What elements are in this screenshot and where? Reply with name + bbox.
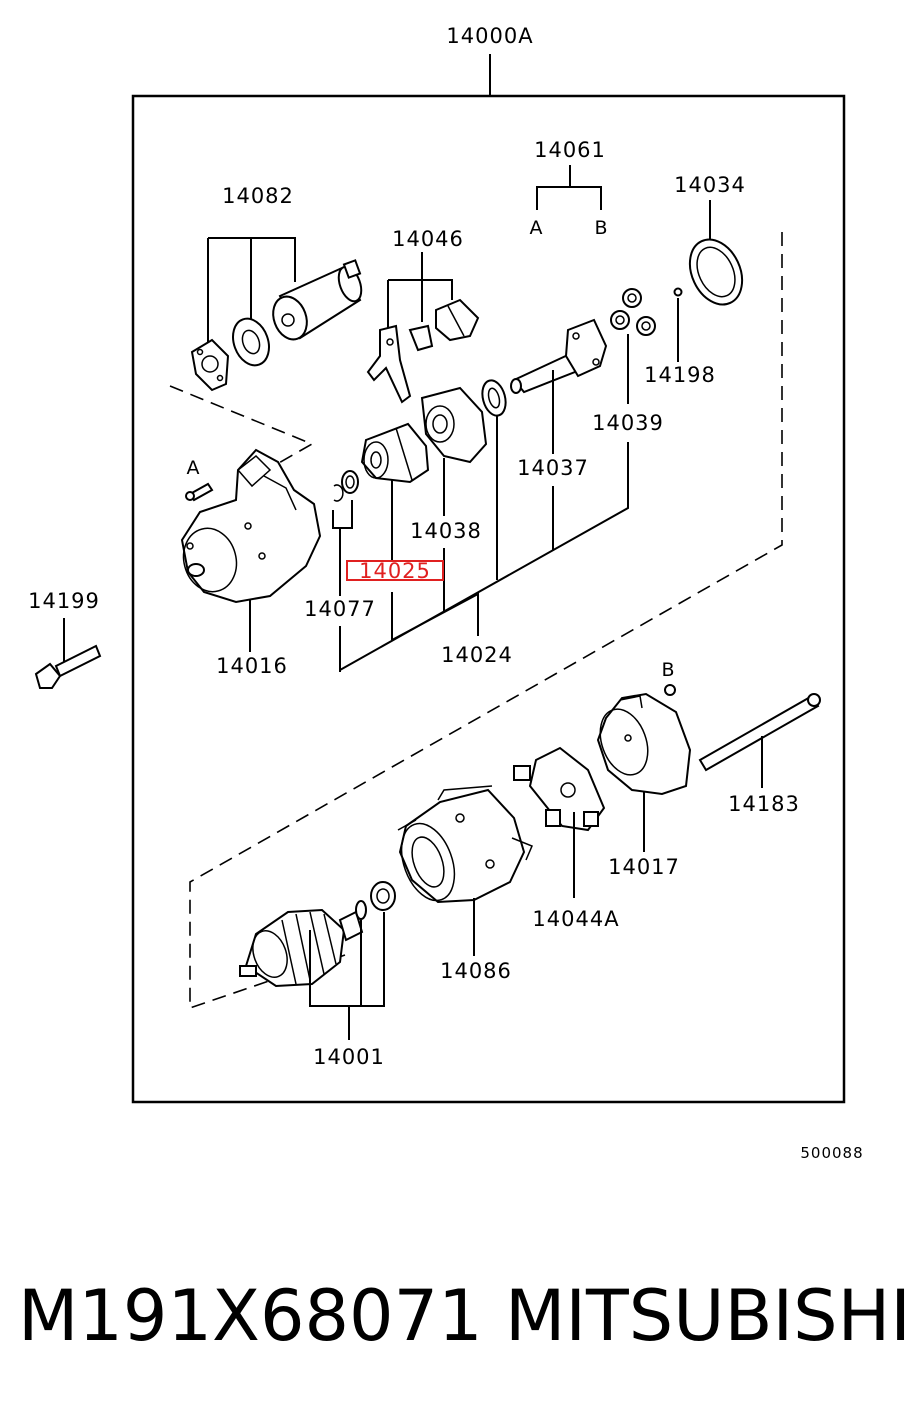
callout-14034[interactable]: 14034 xyxy=(674,173,746,197)
assembly-label[interactable]: 14000A xyxy=(446,24,533,48)
overrunning-clutch[interactable] xyxy=(360,422,430,484)
callout-14061[interactable]: 14061 xyxy=(534,138,606,162)
leader-14077-up xyxy=(332,500,353,529)
footer-part-number: M191X68071 xyxy=(18,1275,483,1357)
screw-a[interactable] xyxy=(185,482,214,502)
callout-14016[interactable]: 14016 xyxy=(216,654,288,678)
callout-14025[interactable]: 14025 xyxy=(359,559,431,583)
mark-a: A xyxy=(187,457,200,479)
small-ball[interactable] xyxy=(673,287,683,297)
through-bolt[interactable] xyxy=(698,693,821,772)
mounting-bolt[interactable] xyxy=(34,644,102,689)
drive-lever[interactable] xyxy=(366,324,412,404)
planetary-gears[interactable] xyxy=(610,288,656,336)
callout-14038[interactable]: 14038 xyxy=(410,519,482,543)
gear-bracket-ring[interactable] xyxy=(680,231,752,313)
assembly-frame xyxy=(131,94,846,1104)
leader-14061-b xyxy=(570,186,602,210)
front-bracket[interactable] xyxy=(177,448,322,604)
thrust-washer[interactable] xyxy=(479,378,510,418)
callout-14086[interactable]: 14086 xyxy=(440,959,512,983)
footer-brand: MITSUBISHI xyxy=(505,1275,909,1357)
explode-guide-left xyxy=(169,385,314,469)
stop-ring[interactable] xyxy=(341,470,359,494)
callout-14037[interactable]: 14037 xyxy=(517,456,589,480)
planetary-shaft[interactable] xyxy=(510,318,608,394)
callout-14024[interactable]: 14024 xyxy=(441,643,513,667)
callout-14199[interactable]: 14199 xyxy=(28,589,100,613)
callout-14061-b: B xyxy=(594,217,607,239)
callout-14046[interactable]: 14046 xyxy=(392,227,464,251)
callout-14198[interactable]: 14198 xyxy=(644,363,716,387)
brush-holder[interactable] xyxy=(513,746,606,832)
leader-14082-top xyxy=(208,237,296,282)
internal-gear-housing[interactable] xyxy=(420,386,488,464)
leader-14024 xyxy=(391,592,479,641)
armature[interactable] xyxy=(239,908,364,988)
callout-14077[interactable]: 14077 xyxy=(304,597,376,621)
mark-b: B xyxy=(661,659,674,681)
callout-14061-a: A xyxy=(530,217,543,239)
lever-spring[interactable] xyxy=(408,324,434,352)
yoke-assembly[interactable] xyxy=(392,785,533,908)
rear-bracket[interactable] xyxy=(592,692,692,796)
callout-14001[interactable]: 14001 xyxy=(313,1045,385,1069)
callout-14044a[interactable]: 14044A xyxy=(532,907,619,931)
leader-14046-top xyxy=(388,279,453,300)
screw-b[interactable] xyxy=(664,684,676,696)
leader-14001-a xyxy=(309,912,385,1007)
footer-caption: M191X68071 MITSUBISHI xyxy=(0,1268,909,1378)
callout-14039[interactable]: 14039 xyxy=(592,411,664,435)
armature-washer[interactable] xyxy=(355,900,367,920)
solenoid-gasket-ring[interactable] xyxy=(227,314,275,371)
explode-guide-right xyxy=(189,232,783,1010)
callout-14017[interactable]: 14017 xyxy=(608,855,680,879)
lever-holder[interactable] xyxy=(435,298,480,342)
solenoid-switch[interactable] xyxy=(267,259,365,344)
drawing-code: 500088 xyxy=(800,1144,863,1162)
highlight-box-14025 xyxy=(346,560,444,581)
armature-bearing[interactable] xyxy=(370,881,396,911)
callout-14183[interactable]: 14183 xyxy=(728,792,800,816)
leader-14061-a xyxy=(536,165,571,210)
callout-14082[interactable]: 14082 xyxy=(222,184,294,208)
solenoid-gasket-plate[interactable] xyxy=(190,338,230,392)
snap-ring[interactable] xyxy=(333,484,344,502)
